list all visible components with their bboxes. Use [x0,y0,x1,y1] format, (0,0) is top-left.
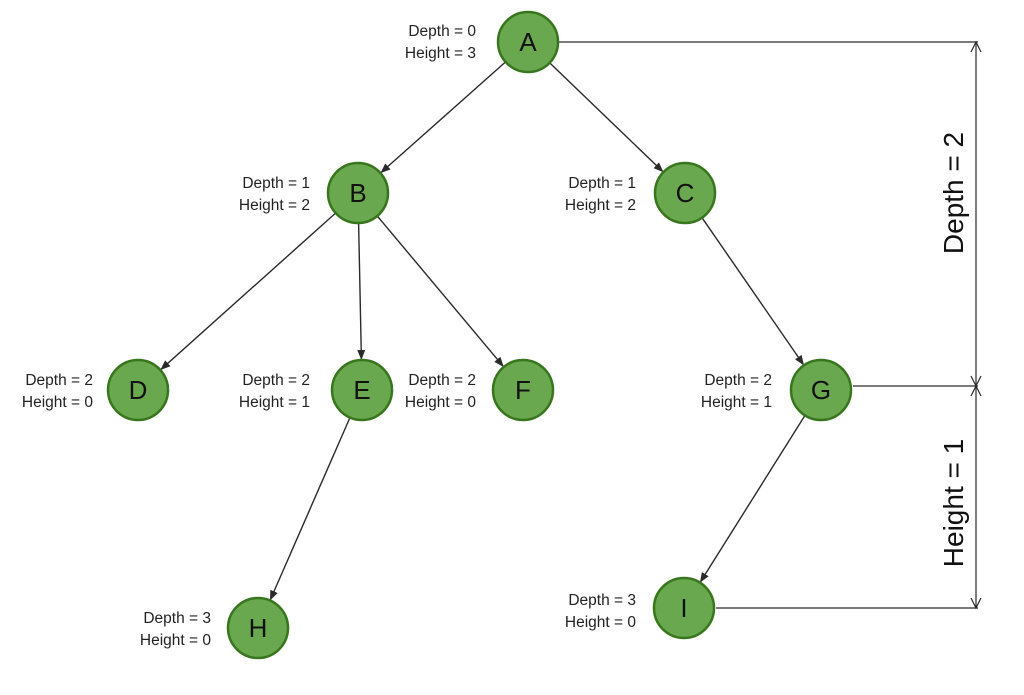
node-e: E Depth = 2 Height = 1 [239,358,394,422]
edge-b-d [160,212,337,370]
node-d: D Depth = 2 Height = 0 [22,358,170,422]
node-circle [496,10,560,74]
edge-b-f [376,215,504,367]
node-circle [226,596,290,660]
node-h: H Depth = 3 Height = 0 [140,596,290,660]
node-circle [491,358,555,422]
measurement-brackets: Depth = 2 Height = 1 [555,40,982,610]
node-circle [653,161,717,225]
edge-g-i [699,415,806,583]
node-label: E [353,375,370,405]
depth-arrow-top [970,40,982,53]
depth-measure-label: Depth = 2 [938,132,969,254]
node-height-text: Height = 0 [565,614,636,631]
nodes: A Depth = 0 Height = 3 B Depth = 1 Height = 2… [22,10,853,660]
node-depth-text: Depth = 2 [25,372,93,389]
node-height-text: Height = 0 [22,394,93,411]
node-a: A Depth = 0 Height = 3 [405,10,560,74]
node-depth-text: Depth = 2 [242,372,310,389]
node-label: C [676,178,695,208]
node-b: B Depth = 1 Height = 2 [239,161,390,225]
node-circle [652,576,716,640]
height-arrow-bottom [970,597,982,610]
node-depth-text: Depth = 2 [704,372,772,389]
node-label: H [249,613,268,643]
node-label: I [680,593,687,623]
node-g: G Depth = 2 Height = 1 [701,358,853,422]
node-depth-text: Depth = 0 [408,23,476,40]
node-label: G [811,375,831,405]
node-depth-text: Depth = 2 [408,372,476,389]
node-height-text: Height = 1 [239,394,310,411]
edges [160,61,806,601]
node-circle [330,358,394,422]
edge-c-g [701,217,804,366]
node-height-text: Height = 2 [239,197,310,214]
height-measure-label: Height = 1 [938,439,969,567]
node-depth-text: Depth = 3 [143,610,211,627]
node-circle [106,358,170,422]
node-depth-text: Depth = 1 [568,175,636,192]
node-depth-text: Depth = 3 [568,592,636,609]
node-circle [789,358,853,422]
node-height-text: Height = 3 [405,45,476,62]
node-label: A [519,27,537,57]
edge-e-h [269,417,351,601]
node-c: C Depth = 1 Height = 2 [565,161,717,225]
edge-a-c [549,62,664,173]
node-f: F Depth = 2 Height = 0 [405,358,555,422]
node-height-text: Height = 1 [701,394,772,411]
edge-b-e [357,222,366,360]
node-depth-text: Depth = 1 [242,175,310,192]
edge-a-b [380,61,507,174]
node-height-text: Height = 0 [140,632,211,649]
node-label: D [129,375,148,405]
node-circle [326,161,390,225]
node-height-text: Height = 2 [565,197,636,214]
node-label: F [515,375,531,405]
height-arrow-top [970,384,982,397]
node-height-text: Height = 0 [405,394,476,411]
node-label: B [349,178,366,208]
node-i: I Depth = 3 Height = 0 [565,576,716,640]
